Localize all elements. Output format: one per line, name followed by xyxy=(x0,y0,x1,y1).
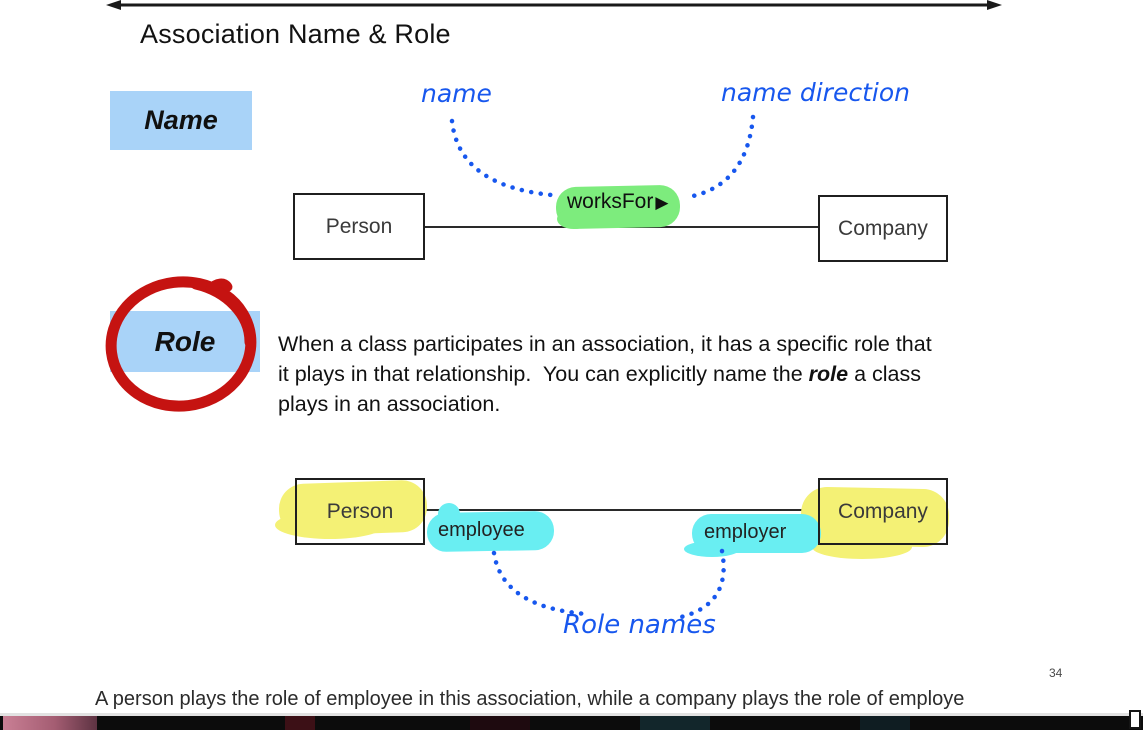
direction-arrow-icon: ▶ xyxy=(655,192,669,212)
role-name-employer: employer xyxy=(704,521,787,543)
role-description-line2-pre: it plays in that relationship. You can e… xyxy=(278,362,809,386)
filmstrip-top-border xyxy=(0,713,1143,716)
role-label-text: Role xyxy=(154,325,216,357)
filmstrip xyxy=(0,716,1143,730)
name-label-text: Name xyxy=(144,105,218,135)
filmstrip-thumbnail-dark-4 xyxy=(860,716,910,730)
class-box-company-2: Company xyxy=(818,478,948,545)
association-name-text: worksFor xyxy=(567,190,654,213)
annotation-role-names: Role names xyxy=(563,610,716,640)
dotted-arc-employer xyxy=(678,548,726,620)
annotation-name-direction: name direction xyxy=(721,78,910,107)
class-box-person-1: Person xyxy=(293,193,425,260)
slide-caption: A person plays the role of employee in t… xyxy=(95,688,965,710)
class-name-company-2: Company xyxy=(838,499,928,523)
filmstrip-thumbnail-pink xyxy=(3,716,97,730)
dotted-arc-employee xyxy=(491,550,589,617)
filmstrip-thumbnail-dark-3 xyxy=(640,716,710,730)
role-description: When a class participates in an associat… xyxy=(278,329,1128,419)
class-box-company-1: Company xyxy=(818,195,948,262)
arrowhead-right-icon xyxy=(987,0,1002,10)
role-description-line3: plays in an association. xyxy=(278,392,501,416)
role-description-line2-bold: role xyxy=(808,362,849,386)
dotted-arc-direction xyxy=(690,114,756,199)
annotation-name: name xyxy=(421,79,492,108)
class-name-person-1: Person xyxy=(325,214,393,238)
dotted-arc-name xyxy=(449,118,555,198)
filmstrip-thumbnail-dark-1 xyxy=(285,716,315,730)
arrowhead-left-icon xyxy=(106,0,121,10)
class-name-person-2: Person xyxy=(326,499,394,523)
class-box-person-2: Person xyxy=(295,478,425,545)
top-arrow-line xyxy=(106,0,1002,10)
association-name-label: worksFor ▶ xyxy=(567,190,668,214)
slide-title: Association Name & Role xyxy=(140,19,451,49)
role-description-line1: When a class participates in an associat… xyxy=(278,332,932,356)
drag-handle[interactable] xyxy=(1129,710,1141,729)
filmstrip-thumbnail-dark-2 xyxy=(470,716,530,730)
name-section-label: Name xyxy=(110,91,252,150)
class-name-company-1: Company xyxy=(838,216,928,240)
role-description-line2: it plays in that relationship. You can e… xyxy=(278,359,1128,389)
role-name-employee: employee xyxy=(438,519,525,541)
page-number: 34 xyxy=(1049,666,1063,680)
role-description-line2-post: a class xyxy=(848,362,921,386)
role-section-label: Role xyxy=(110,311,260,372)
